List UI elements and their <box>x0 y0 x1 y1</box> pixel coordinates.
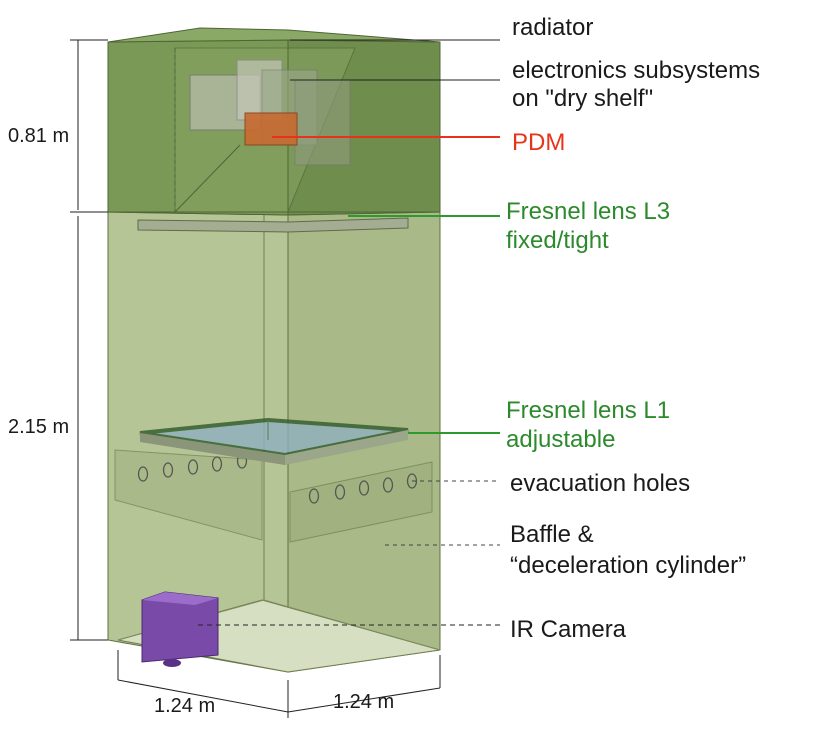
dimension-lower-height: 2.15 m <box>8 416 69 438</box>
label-pdm: PDM <box>512 129 565 156</box>
label-lens-l1-line2: adjustable <box>506 426 615 453</box>
label-radiator: radiator <box>512 14 593 41</box>
upper-section <box>107 27 441 233</box>
dimension-lines <box>70 39 441 718</box>
ir-camera <box>141 591 219 667</box>
fresnel-lens-l1 <box>139 417 409 465</box>
label-lens-l3-line1: Fresnel lens L3 <box>506 198 670 225</box>
dimension-upper-height: 0.81 m <box>8 125 69 147</box>
dimension-width-left: 1.24 m <box>154 695 215 717</box>
fresnel-lens-l3 <box>137 217 409 233</box>
baffle <box>114 449 433 543</box>
callout-lines <box>198 39 500 626</box>
label-electronics-line1: electronics subsystems <box>512 57 760 84</box>
evacuation-holes-right <box>308 473 418 504</box>
label-lens-l3-line2: fixed/tight <box>506 227 609 254</box>
pdm-box <box>244 112 298 146</box>
label-baffle-line2: “deceleration cylinder” <box>510 552 746 579</box>
electronics-box-4 <box>294 79 351 166</box>
label-electronics-line2: on "dry shelf" <box>512 85 653 112</box>
label-ir-camera: IR Camera <box>510 616 627 643</box>
label-evacuation-holes: evacuation holes <box>510 470 690 497</box>
label-baffle-line1: Baffle & <box>510 521 594 548</box>
baffle-right-panel <box>289 461 433 543</box>
baffle-left-panel <box>114 449 263 541</box>
radiator-top <box>107 27 441 43</box>
label-lens-l1-line1: Fresnel lens L1 <box>506 397 670 424</box>
dimension-width-right: 1.24 m <box>333 691 394 713</box>
